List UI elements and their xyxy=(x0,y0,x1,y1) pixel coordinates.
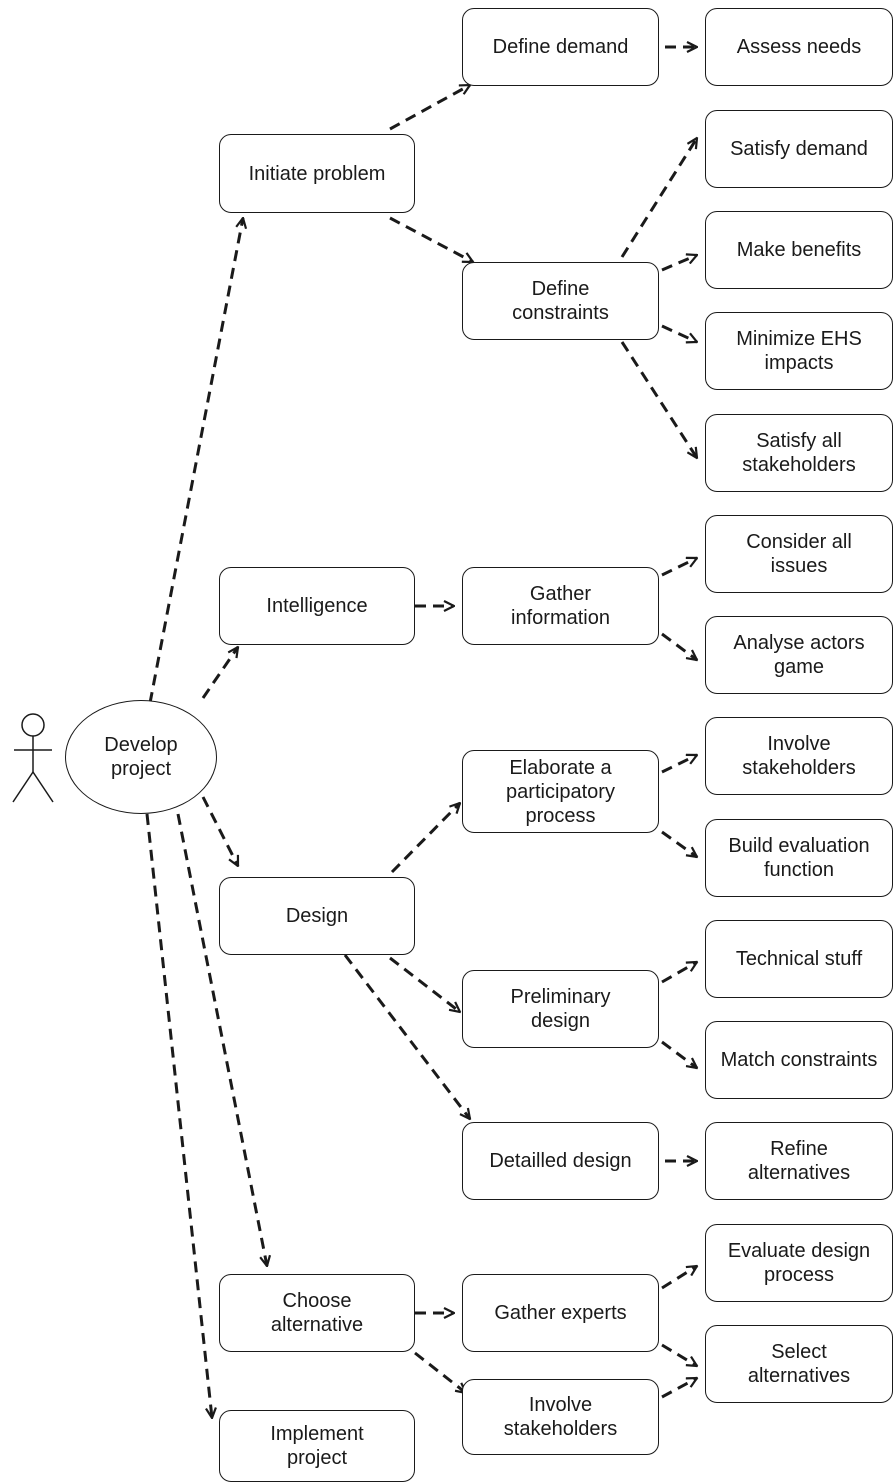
use-case-involve-stakeholders: Involve stakeholders xyxy=(705,717,893,795)
edge-root-initiate xyxy=(148,218,243,704)
edge-root-implement xyxy=(145,813,212,1418)
use-case-evaluate-design-process: Evaluate design process xyxy=(705,1224,893,1302)
edge-involve-select xyxy=(661,1376,697,1399)
use-case-design: Design xyxy=(219,877,415,955)
edge-choose-involve xyxy=(414,1351,466,1393)
use-case-initiate-problem: Initiate problem xyxy=(219,134,415,213)
use-case-implement-project: Implement project xyxy=(219,1410,415,1482)
edge-design-preliminary xyxy=(389,956,460,1012)
use-case-select-alternatives: Select alternatives xyxy=(705,1325,893,1403)
use-case-choose-alternative: Choose alternative xyxy=(219,1274,415,1352)
use-case-analyse-actors-game: Analyse actors game xyxy=(705,616,893,694)
edge-gather-consider xyxy=(661,556,697,577)
use-case-define-constraints: Define constraints xyxy=(462,262,659,340)
use-case-assess-needs: Assess needs xyxy=(705,8,893,86)
edge-root-design xyxy=(201,796,240,866)
use-case-preliminary-design: Preliminary design xyxy=(462,970,659,1048)
edge-gather-analyse xyxy=(661,632,697,660)
use-case-gather-experts: Gather experts xyxy=(462,1274,659,1352)
edge-initiate-constraints xyxy=(389,216,473,264)
use-case-develop-project: Develop project xyxy=(65,700,217,814)
edge-constraints-benefits xyxy=(661,255,697,272)
use-case-involve-stakeholders-choose: Involve stakeholders xyxy=(462,1379,659,1455)
use-case-elaborate-participatory-process: Elaborate a participatory process xyxy=(462,750,659,833)
use-case-satisfy-all-stakeholders: Satisfy all stakeholders xyxy=(705,414,893,492)
edge-preliminary-technical xyxy=(661,960,697,984)
edge-preliminary-match xyxy=(661,1040,697,1068)
use-case-satisfy-demand: Satisfy demand xyxy=(705,110,893,188)
use-case-minimize-ehs-impacts: Minimize EHS impacts xyxy=(705,312,893,390)
use-case-consider-all-issues: Consider all issues xyxy=(705,515,893,593)
use-case-gather-information: Gather information xyxy=(462,567,659,645)
edge-constraints-satisfy-all xyxy=(620,341,697,458)
use-case-build-evaluation-function: Build evaluation function xyxy=(705,819,893,897)
edge-root-intelligence xyxy=(201,647,238,699)
use-case-intelligence: Intelligence xyxy=(219,567,415,645)
actor-icon xyxy=(12,713,54,803)
use-case-detailled-design: Detailled design xyxy=(462,1122,659,1200)
use-case-make-benefits: Make benefits xyxy=(705,211,893,289)
edge-elaborate-build xyxy=(661,830,697,857)
edge-root-choose xyxy=(176,813,267,1266)
edge-constraints-ehs xyxy=(661,324,697,342)
edge-design-detailled xyxy=(343,954,470,1119)
edge-initiate-demand xyxy=(389,83,470,131)
use-case-define-demand: Define demand xyxy=(462,8,659,86)
edge-elaborate-involve xyxy=(661,753,697,774)
edge-constraints-satisfy-demand xyxy=(620,138,697,258)
edge-design-elaborate xyxy=(390,803,460,874)
use-case-refine-alternatives: Refine alternatives xyxy=(705,1122,893,1200)
edge-experts-evaluate xyxy=(661,1266,697,1290)
use-case-technical-stuff: Technical stuff xyxy=(705,920,893,998)
use-case-match-constraints: Match constraints xyxy=(705,1021,893,1099)
edge-experts-select xyxy=(661,1343,697,1368)
